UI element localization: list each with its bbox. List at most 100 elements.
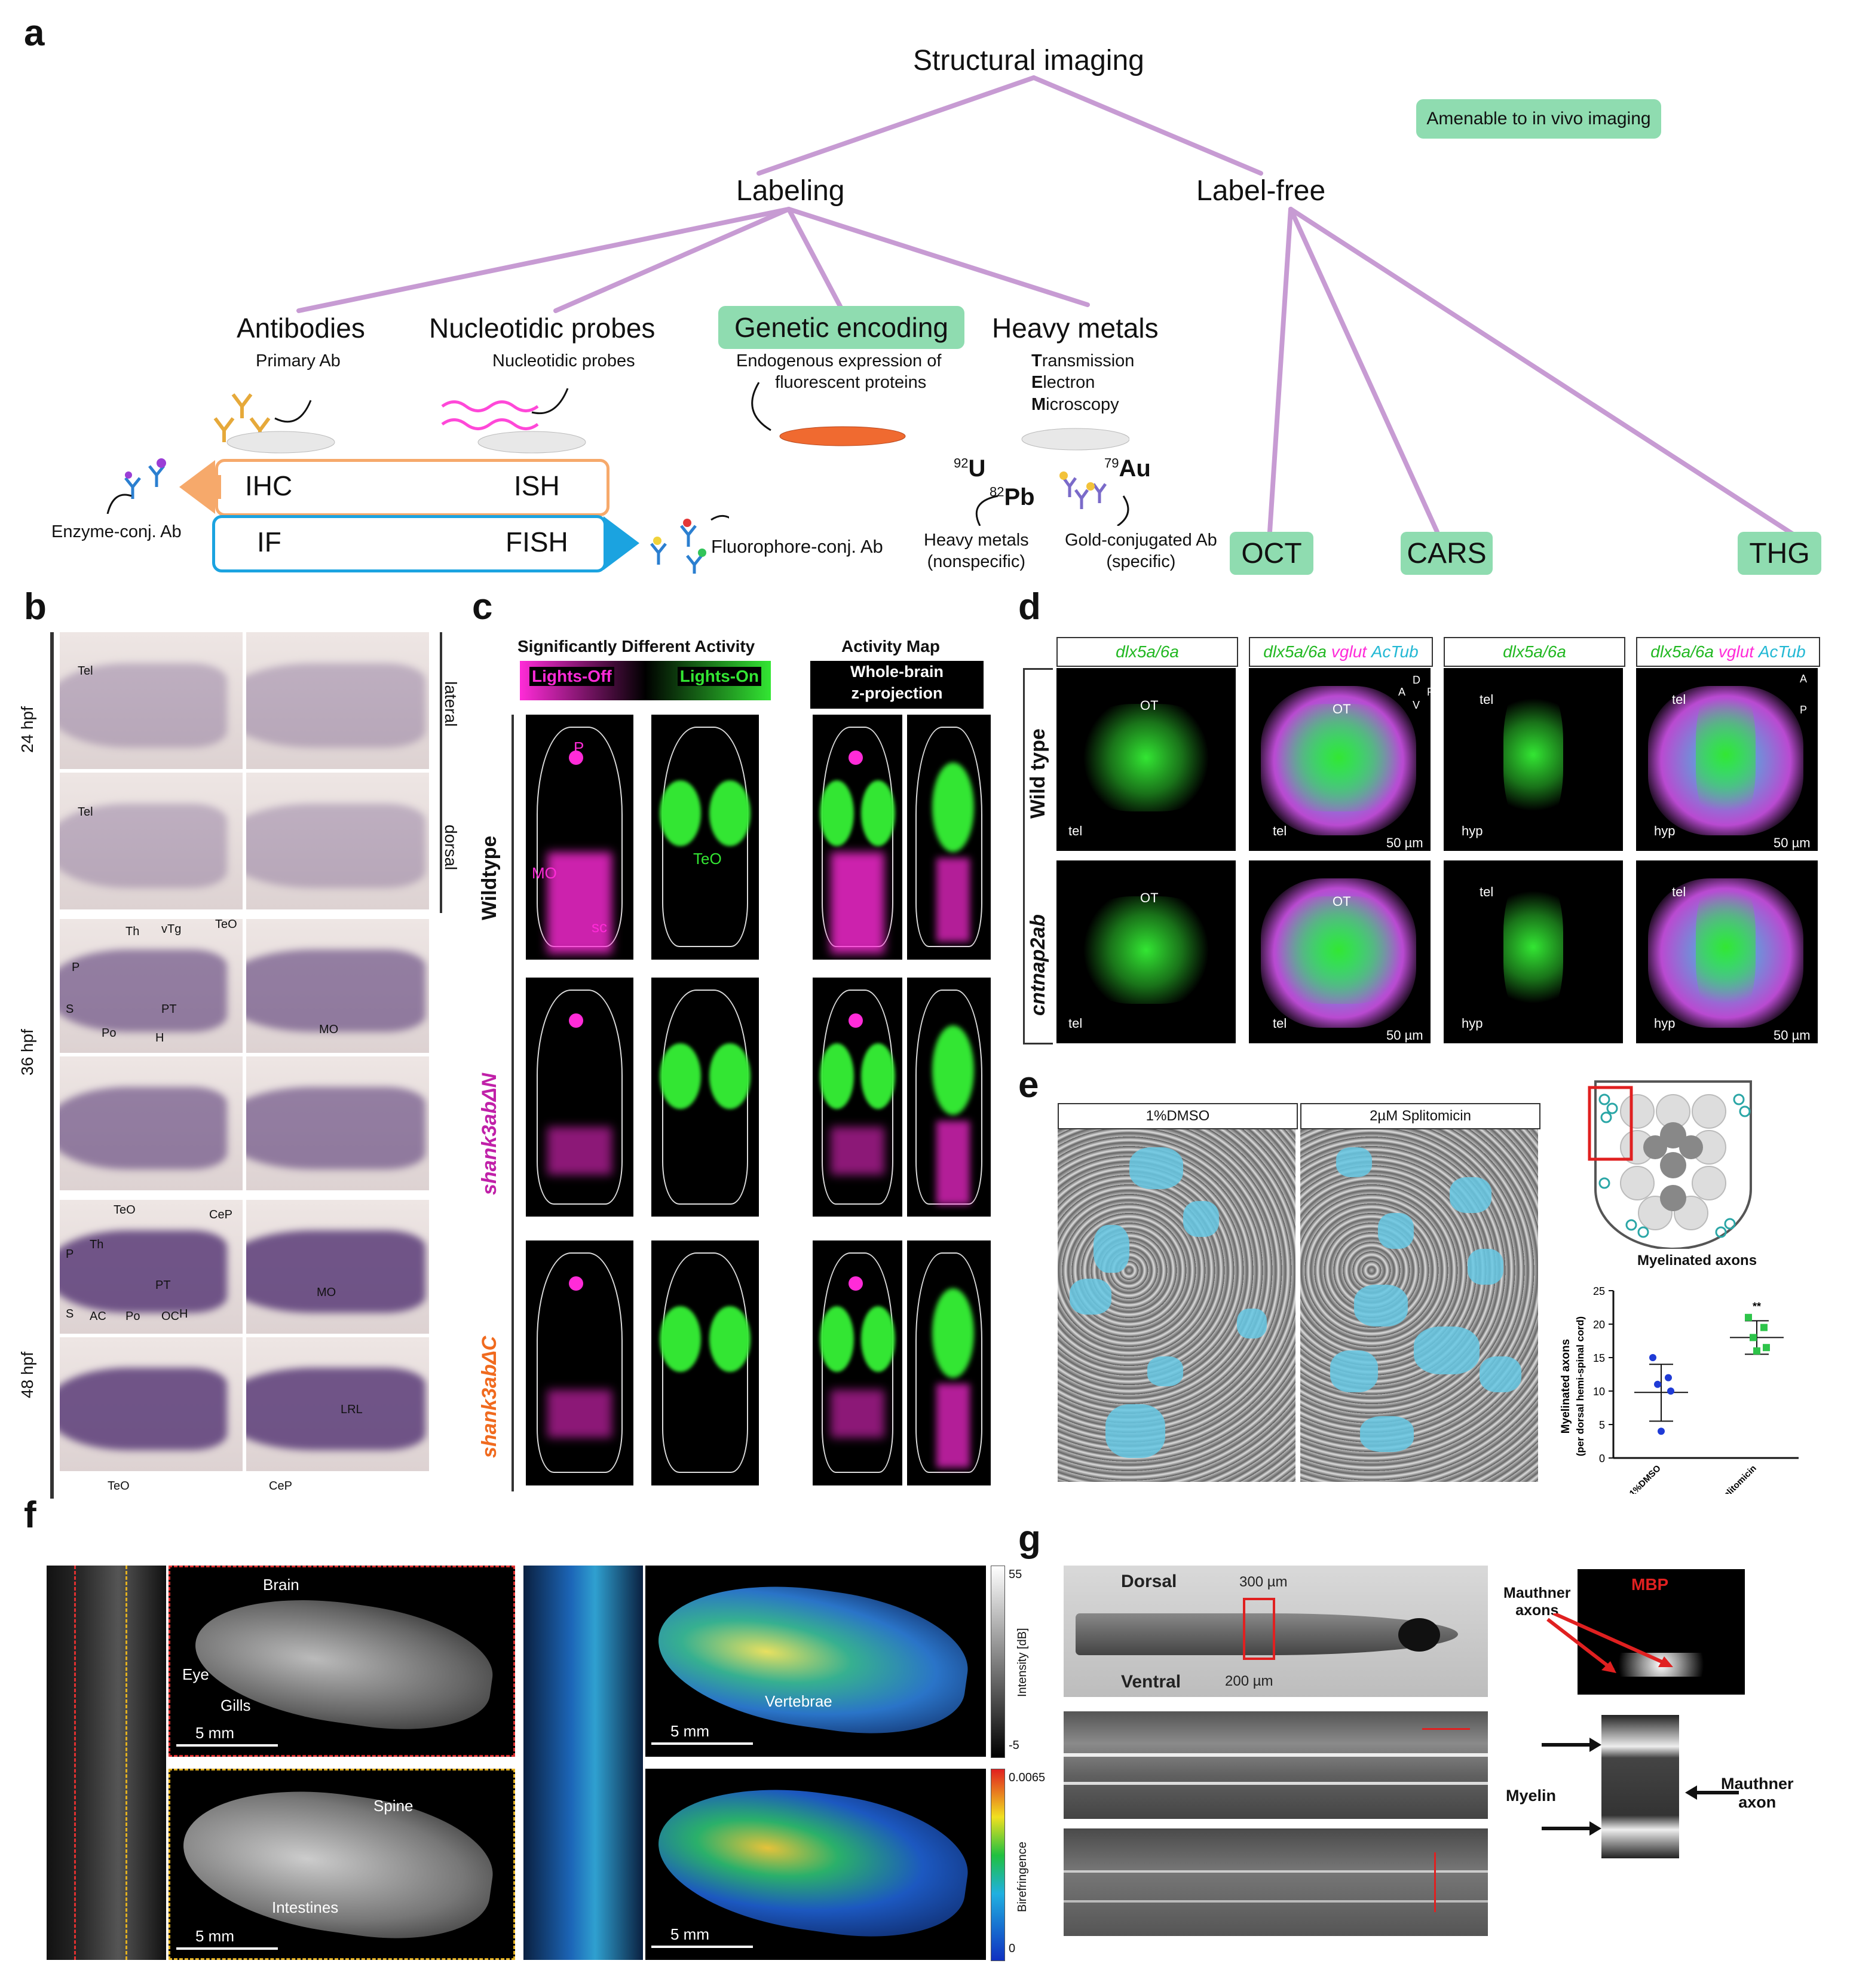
e-y-tick-label: 5 bbox=[1599, 1419, 1605, 1431]
g-roi-box bbox=[1243, 1598, 1275, 1660]
c-magenta-side-signal bbox=[936, 858, 970, 942]
g-red-arrows bbox=[1546, 1613, 1673, 1673]
note-endogenous: Endogenous expression of fluorescent pro… bbox=[736, 350, 941, 394]
c-teo-side-signal bbox=[932, 1025, 974, 1115]
e-myelinated-axon bbox=[1129, 1147, 1183, 1189]
e-myelinated-axon bbox=[1183, 1201, 1219, 1237]
gold-antibody-icon bbox=[975, 471, 1129, 526]
e-y-tick-label: 0 bbox=[1599, 1453, 1605, 1465]
f-psoct-intensity: Vertebrae 5 mm bbox=[645, 1566, 986, 1757]
c-magenta-signal bbox=[831, 852, 884, 954]
fish-icon bbox=[477, 431, 586, 454]
label-ihc: IHC bbox=[245, 470, 293, 501]
tem-e-rest: lectron bbox=[1043, 373, 1095, 393]
d-region-label: tel bbox=[1273, 1016, 1287, 1031]
c-whole-brain-line2: z-projection bbox=[851, 684, 943, 702]
d-region-label: OT bbox=[1140, 890, 1159, 905]
b-anatomy-label: CeP bbox=[209, 1208, 232, 1221]
g-mbp-label: MBP bbox=[1631, 1575, 1669, 1594]
b-anatomy-label: H bbox=[179, 1307, 188, 1321]
c-brain-map bbox=[651, 715, 759, 960]
f-label-eye: Eye bbox=[182, 1665, 209, 1683]
c-brain-map bbox=[526, 978, 633, 1217]
b-anatomy-label: vTg bbox=[161, 923, 182, 936]
e-myelinated-axon bbox=[1330, 1350, 1378, 1392]
c-teo-signal bbox=[660, 1043, 701, 1109]
f-scale-4: 5 mm bbox=[670, 1925, 709, 1943]
element-pb: 82Pb bbox=[990, 484, 1035, 511]
c-pineal-signal bbox=[849, 751, 863, 765]
f-intensity-min: -5 bbox=[1009, 1739, 1019, 1752]
e-x-tick-label: 2µM Splitomicin bbox=[1703, 1463, 1759, 1494]
b-embryo-stain bbox=[60, 1086, 227, 1169]
d-header-2b: vglut bbox=[1331, 642, 1367, 661]
b-anatomy-label: Po bbox=[125, 1310, 140, 1323]
b-anatomy-label: LRL bbox=[341, 1403, 363, 1416]
d-region-label: tel bbox=[1480, 884, 1494, 899]
d-header-3: dlx5a/6a bbox=[1444, 637, 1625, 667]
b-embryo-stain bbox=[246, 1367, 425, 1450]
b-embryo-stain bbox=[60, 949, 227, 1032]
e-data-point bbox=[1649, 1354, 1656, 1361]
panel-label-d: d bbox=[1018, 586, 1041, 627]
stage-48hpf: 48 hpf bbox=[18, 1352, 36, 1398]
label-ish: ISH bbox=[514, 470, 560, 501]
b-anatomy-label: P bbox=[66, 1248, 74, 1261]
e-myelinated-axon bbox=[1336, 1147, 1372, 1177]
e-y-tick-label: 25 bbox=[1593, 1285, 1605, 1297]
g-myelin-zoom bbox=[1601, 1715, 1679, 1858]
f-scalebar-4 bbox=[651, 1946, 753, 1948]
e-myelinated-axon bbox=[1378, 1213, 1414, 1249]
if-fish-box bbox=[212, 515, 607, 572]
f-intensity-colorbar bbox=[991, 1566, 1005, 1758]
g-mauthner-axon-2: axon bbox=[1738, 1793, 1777, 1811]
e-data-point bbox=[1763, 1344, 1770, 1352]
probe-icon bbox=[441, 400, 539, 430]
b-anatomy-label: TeO bbox=[114, 1203, 136, 1217]
b-anatomy-label: PT bbox=[161, 1003, 177, 1016]
note-endogenous-line2: fluorescent proteins bbox=[775, 373, 927, 393]
g-red-double-arrow-v bbox=[1434, 1852, 1436, 1912]
c-teo-signal bbox=[820, 780, 854, 846]
element-au: 79Au bbox=[1104, 455, 1151, 482]
in-vivo-legend: Amenable to in vivo imaging bbox=[1416, 99, 1661, 139]
d-header-2c: AcTub bbox=[1371, 642, 1419, 661]
e-myelinated-axon bbox=[1147, 1356, 1183, 1386]
tem-t-rest: ransmission bbox=[1042, 351, 1135, 370]
c-brain-map bbox=[907, 1240, 991, 1485]
c-pineal-signal bbox=[849, 1013, 863, 1028]
node-heavy-metals: Heavy metals bbox=[992, 313, 1159, 344]
b-stage-bar bbox=[50, 632, 54, 1499]
c-brain-outline bbox=[537, 990, 623, 1205]
fluorescent-fish-icon bbox=[779, 426, 906, 446]
b-anatomy-label: Th bbox=[90, 1238, 104, 1251]
d-dlx-signal bbox=[1503, 680, 1563, 829]
c-magenta-signal bbox=[547, 1127, 612, 1175]
c-row-shank-dc: shank3abΔC bbox=[478, 1335, 501, 1458]
c-brain-outline bbox=[822, 990, 893, 1205]
b-ish-image bbox=[246, 632, 429, 769]
c-teo-signal bbox=[861, 1306, 895, 1372]
b-anatomy-label: TeO bbox=[215, 918, 237, 931]
c-brain-map bbox=[907, 978, 991, 1217]
b-ish-image bbox=[246, 773, 429, 909]
e-em-images bbox=[1058, 1129, 1538, 1482]
e-data-point bbox=[1753, 1347, 1760, 1355]
c-brain-outline bbox=[915, 727, 982, 947]
element-u: 92U bbox=[954, 455, 985, 482]
c-label-sc: sc bbox=[592, 918, 607, 936]
panel-label-c: c bbox=[472, 586, 493, 627]
e-em-image bbox=[1058, 1129, 1295, 1482]
f-intensity-max: 55 bbox=[1009, 1568, 1022, 1581]
e-myelinated-axon bbox=[1070, 1279, 1111, 1315]
d-region-label: tel bbox=[1068, 823, 1083, 838]
c-brain-outline bbox=[822, 1252, 893, 1473]
b-anatomy-label: Tel bbox=[78, 664, 93, 678]
d-headers: dlx5a/6a dlx5a/6a vglut AcTub dlx5a/6a d… bbox=[1056, 637, 1821, 667]
d-header-1: dlx5a/6a bbox=[1056, 637, 1238, 667]
f-psoct-fish-1 bbox=[649, 1568, 976, 1748]
au-sup: 79 bbox=[1104, 455, 1119, 471]
node-genetic-encoding: Genetic encoding bbox=[734, 312, 949, 343]
